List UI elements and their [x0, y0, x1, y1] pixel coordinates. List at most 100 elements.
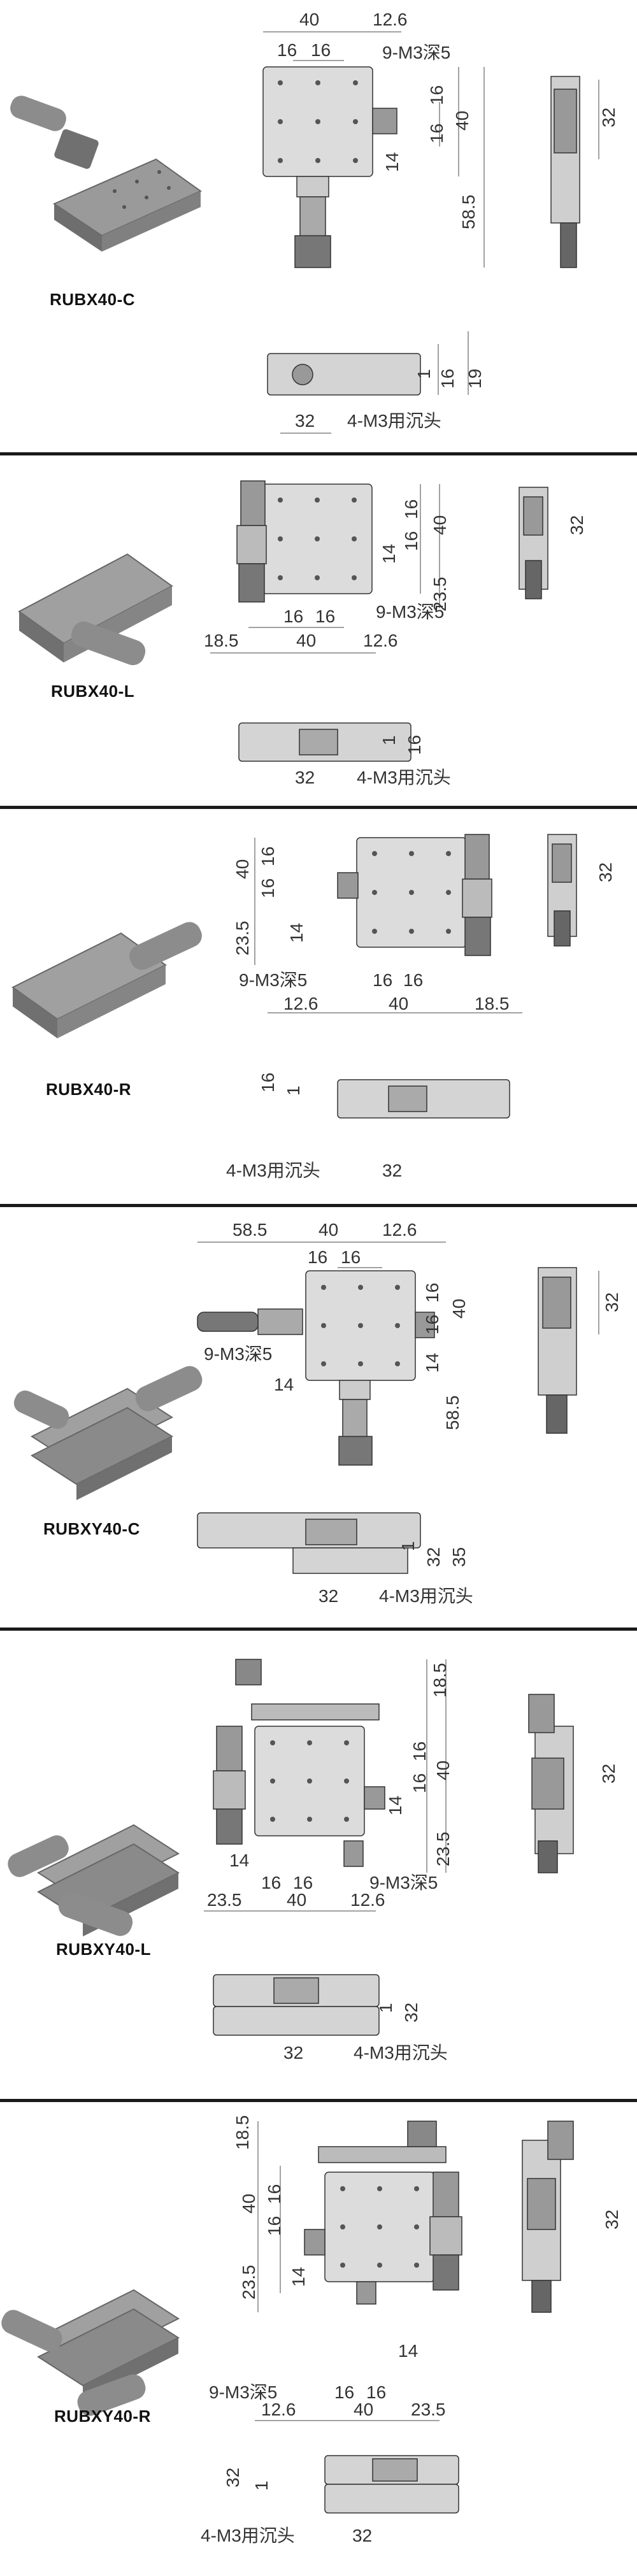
dim-mid-6: 40 [354, 2400, 373, 2419]
dim-mid-6: 18.5 [475, 994, 510, 1013]
dim-top-4: 14 [379, 544, 399, 564]
dim-left-4: 23.5 [233, 921, 252, 956]
side-view [522, 2121, 574, 2313]
model-label: RUBXY40-L [56, 1940, 151, 1959]
product-image [18, 553, 173, 666]
bottom-view [238, 722, 412, 762]
dim-mid-4: 16 [366, 2382, 386, 2402]
dim-side-1: 32 [602, 1292, 622, 1312]
dim-mid-7: 23.5 [411, 2400, 446, 2419]
dim-bottom-2: 1 [283, 1085, 303, 1096]
dim-bottom-4: 32 [382, 1161, 402, 1180]
dim-mid-6: 12.6 [363, 631, 398, 650]
dim-side-1: 32 [602, 2210, 622, 2229]
dim-top-2: 12.6 [373, 10, 408, 29]
dim-top-5: 23.5 [430, 577, 450, 612]
dim-bottom-3: 35 [449, 1547, 469, 1567]
dim-bottom-3: 4-M3用沉头 [201, 2526, 295, 2545]
dim-right-4: 40 [433, 1761, 453, 1780]
bottom-view [267, 331, 469, 434]
dim-left-2: 16 [258, 847, 278, 866]
side-view [528, 1694, 574, 1873]
dim-mid-1: 14 [229, 1850, 249, 1870]
dimension-labels: 16 16 40 14 23.5 32 9-M3深5 16 16 18.5 40… [204, 499, 587, 787]
dim-mid-4: 9-M3深5 [369, 1873, 438, 1893]
dim-mid-4: 12.6 [283, 994, 318, 1013]
dim-right-6: 23.5 [433, 1832, 453, 1867]
model-label: RUBXY40-R [54, 2407, 151, 2426]
dim-mid-3: 16 [315, 606, 335, 626]
dim-bottom-1: 1 [379, 735, 399, 745]
dim-left-3: 16 [258, 878, 278, 898]
dim-bottom-4: 32 [318, 1586, 338, 1606]
section-rubxy40-l: 18.5 16 16 40 14 23.5 32 14 16 16 9-M3深5… [0, 1631, 637, 2099]
section-rubxy40-c: 58.5 40 12.6 16 16 16 16 40 14 58.5 32 9… [0, 1207, 637, 1628]
dim-right-2: 16 [427, 124, 447, 143]
top-view [213, 1659, 385, 1867]
dim-bottom-1: 1 [398, 1541, 418, 1551]
dimension-labels: 18.5 16 16 40 14 23.5 32 14 16 16 9-M3深5… [207, 1663, 619, 2063]
dim-mid-4: 18.5 [204, 631, 239, 650]
top-view [304, 2121, 462, 2305]
section-rubx40-l: 16 16 40 14 23.5 32 9-M3深5 16 16 18.5 40… [0, 455, 637, 806]
section-divider [0, 2099, 637, 2102]
product-image [1, 2289, 180, 2416]
dim-top-5: 9-M3深5 [382, 43, 450, 62]
model-label: RUBX40-L [51, 682, 135, 701]
dim-side-1: 32 [596, 862, 615, 882]
section-rubx40-c: 40 12.6 16 16 9-M3深5 16 16 40 14 58.5 32… [0, 0, 637, 452]
top-view [197, 1270, 435, 1466]
dim-left-1: 40 [233, 859, 252, 879]
dim-bottom-3: 19 [465, 369, 485, 389]
bottom-view [324, 2455, 459, 2514]
dim-bottom-1: 16 [258, 1073, 278, 1092]
drawing-rubx40-l: 16 16 40 14 23.5 32 9-M3深5 16 16 18.5 40… [18, 480, 587, 787]
dim-right-2: 16 [410, 1742, 429, 1761]
dim-left-5: 14 [287, 923, 306, 943]
dim-mid-1: 14 [398, 2341, 418, 2361]
section-divider [0, 1628, 637, 1631]
dim-mid-2: 16 [373, 970, 392, 990]
dim-bottom-3: 32 [283, 2043, 303, 2063]
product-image [13, 1366, 203, 1500]
dim-right-1: 16 [422, 1283, 442, 1303]
dim-mid-3: 16 [403, 970, 423, 990]
drawing-rubxy40-c: 58.5 40 12.6 16 16 16 16 40 14 58.5 32 9… [13, 1220, 622, 1606]
drawing-rubxy40-r: 18.5 40 16 16 23.5 14 32 14 9-M3深5 16 16… [1, 2115, 622, 2545]
dim-left-6: 14 [289, 2267, 308, 2287]
top-view [236, 480, 373, 603]
dim-mid-5: 40 [389, 994, 408, 1013]
dim-mid-5: 23.5 [207, 1890, 242, 1910]
bottom-view [337, 1079, 510, 1119]
dim-top-4: 16 [311, 40, 331, 60]
dim-mid-1: 9-M3深5 [204, 1344, 272, 1364]
dim-bottom-2: 1 [252, 2480, 271, 2491]
model-label: RUBX40-R [46, 1080, 132, 1099]
dim-left-3: 16 [264, 2184, 284, 2204]
product-image [11, 922, 202, 1038]
dim-right-4: 14 [382, 152, 402, 172]
model-label: RUBXY40-C [43, 1519, 140, 1538]
dim-top-4: 16 [308, 1247, 327, 1267]
dim-mid-1: 9-M3深5 [239, 970, 307, 990]
side-view [519, 487, 548, 599]
dim-bottom-1: 32 [223, 2468, 243, 2487]
dim-bottom-4: 4-M3用沉头 [357, 768, 451, 787]
dim-right-1: 18.5 [430, 1663, 450, 1698]
dim-bottom-2: 16 [404, 735, 424, 755]
product-image [10, 96, 202, 252]
bottom-view [213, 1974, 380, 2036]
dim-right-3: 40 [449, 1299, 469, 1319]
section-divider [0, 1204, 637, 1207]
dim-top-2: 16 [401, 531, 421, 551]
section-divider [0, 452, 637, 455]
dim-side-1: 32 [567, 515, 587, 535]
dim-top-3: 12.6 [382, 1220, 417, 1240]
dim-bottom-4: 4-M3用沉头 [354, 2043, 448, 2063]
dim-mid-6: 40 [287, 1890, 306, 1910]
dim-right-5: 58.5 [443, 1396, 462, 1431]
dim-bottom-1: 1 [414, 369, 434, 379]
dimension-labels: 40 16 16 23.5 14 32 9-M3深5 16 16 12.6 40… [226, 847, 615, 1180]
dimension-labels: 58.5 40 12.6 16 16 16 16 40 14 58.5 32 9… [204, 1220, 622, 1606]
top-view [337, 834, 492, 956]
